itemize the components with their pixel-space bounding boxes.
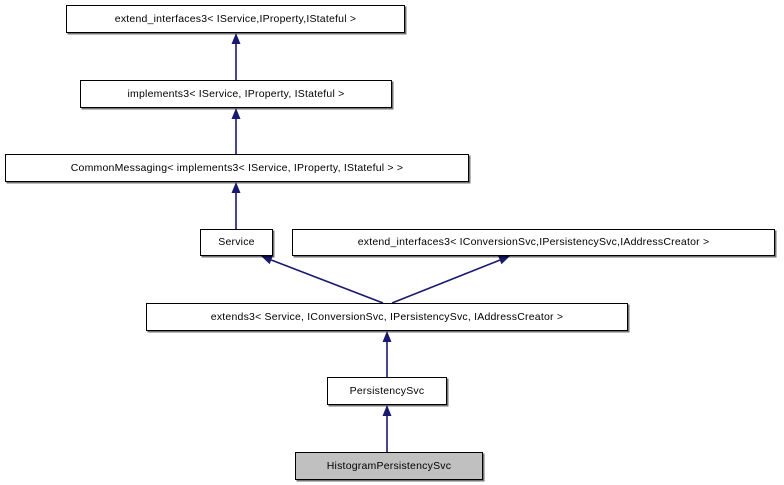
inheritance-arrow-extends3-to-extend-interfaces3-conversion [391, 255, 510, 304]
class-node-common-messaging[interactable]: CommonMessaging< implements3< IService, … [5, 154, 469, 182]
class-node-label: extend_interfaces3< IConversionSvc,IPers… [357, 236, 710, 249]
class-node-label: extends3< Service, IConversionSvc, IPers… [210, 310, 564, 323]
arrowhead-icon [498, 255, 510, 265]
edge-line [391, 259, 501, 304]
class-node-label: CommonMessaging< implements3< IService, … [70, 161, 404, 174]
inheritance-arrow-persistency-svc-to-extends3 [382, 331, 392, 377]
class-node-persistency-svc[interactable]: PersistencySvc [327, 377, 447, 405]
arrowhead-icon [261, 255, 273, 265]
class-node-service[interactable]: Service [200, 229, 273, 256]
class-node-extend-interfaces3-service[interactable]: extend_interfaces3< IService,IProperty,I… [66, 5, 405, 33]
class-node-label: PersistencySvc [349, 384, 425, 397]
arrowhead-icon [231, 108, 241, 119]
class-node-label: HistogramPersistencySvc [326, 459, 452, 472]
class-node-label: Service [218, 236, 255, 249]
class-node-label: implements3< IService, IProperty, IState… [127, 87, 345, 100]
class-node-histogram-persistency-svc[interactable]: HistogramPersistencySvc [295, 452, 483, 480]
inheritance-arrow-implements3-service-to-extend-interfaces3-service [231, 33, 241, 80]
arrowhead-icon [382, 405, 392, 416]
inheritance-arrow-service-to-common-messaging [231, 182, 241, 229]
inheritance-arrow-histogram-persistency-svc-to-persistency-svc [382, 405, 392, 452]
inheritance-arrow-common-messaging-to-implements3-service [231, 108, 241, 154]
class-node-extend-interfaces3-conversion[interactable]: extend_interfaces3< IConversionSvc,IPers… [292, 229, 775, 256]
edge-line [270, 259, 384, 304]
class-node-label: extend_interfaces3< IService,IProperty,I… [114, 12, 357, 25]
inheritance-arrow-extends3-to-service [261, 255, 384, 304]
arrowhead-icon [231, 182, 241, 193]
class-node-extends3[interactable]: extends3< Service, IConversionSvc, IPers… [146, 303, 628, 331]
class-node-implements3-service[interactable]: implements3< IService, IProperty, IState… [80, 80, 392, 108]
arrowhead-icon [231, 33, 241, 44]
arrowhead-icon [382, 331, 392, 342]
